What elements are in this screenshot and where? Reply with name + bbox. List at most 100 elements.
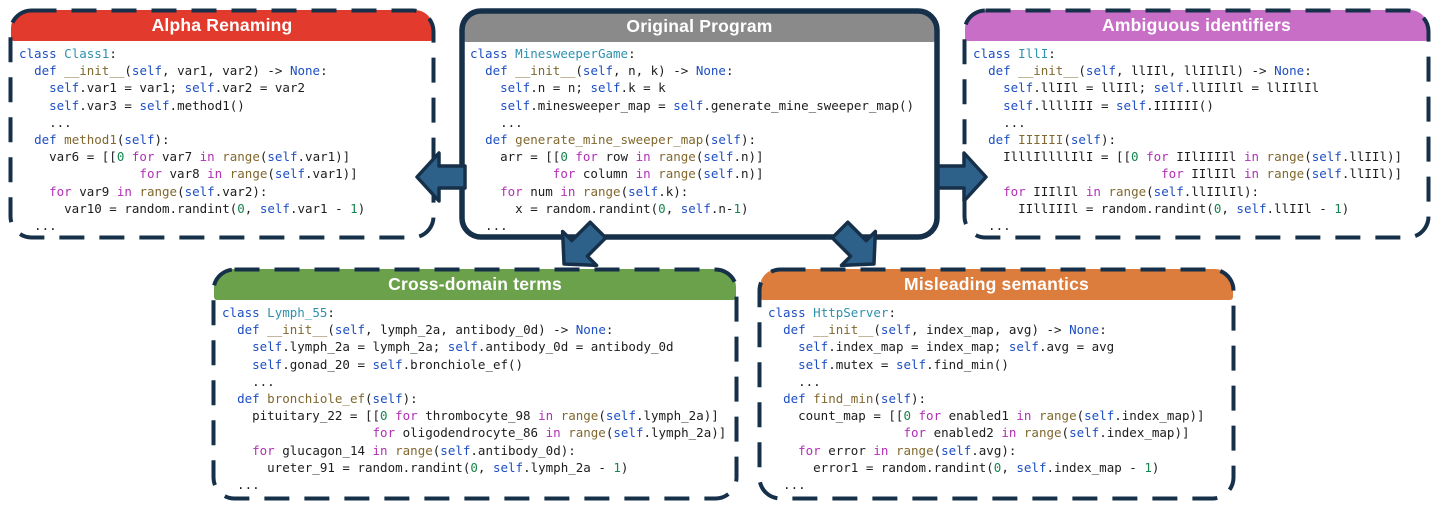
- code-token: .n = n;: [530, 80, 591, 96]
- code-token: self: [49, 97, 80, 113]
- code-token: self: [590, 80, 621, 96]
- code-token: .llIIlIl = llIIlIl: [1183, 80, 1320, 96]
- code-token: .llIIlIl):: [1183, 183, 1260, 199]
- code-token: .lymph_2a)]: [635, 408, 719, 424]
- panel-original-program: Original Program class MinesweeperGame: …: [459, 8, 940, 240]
- panel-alpha-renaming-header: Alpha Renaming: [11, 10, 433, 41]
- code-token: None: [1274, 63, 1305, 79]
- code-token: self: [798, 356, 829, 372]
- code-token: None: [695, 63, 726, 79]
- code-token: self: [124, 132, 155, 148]
- code-token: self: [500, 97, 531, 113]
- code-token: .var1)]: [297, 149, 351, 165]
- code-token: [768, 391, 783, 406]
- code-token: 1: [1144, 459, 1152, 475]
- code-token: range: [560, 408, 599, 424]
- code-token: def: [34, 63, 57, 79]
- code-line: self.n = n; self.k = k: [470, 79, 936, 96]
- code-token: (: [177, 183, 185, 199]
- code-token: in: [207, 166, 223, 182]
- code-token: [470, 98, 500, 113]
- code-token: self: [492, 459, 524, 475]
- code-token: .index_map)]: [1099, 425, 1190, 441]
- code-token: [222, 425, 373, 440]
- code-token: in: [635, 166, 651, 182]
- code-token: ):: [1100, 132, 1117, 148]
- code-token: [19, 80, 49, 95]
- code-token: [1031, 408, 1039, 423]
- code-token: [1259, 149, 1267, 164]
- code-token: ,: [1221, 200, 1237, 216]
- panel-ambiguous-identifiers: Ambiguous identifiers class IllI: def __…: [962, 8, 1431, 240]
- code-token: .bronchiole_ef(): [402, 356, 524, 372]
- code-token: [553, 408, 561, 423]
- code-token: enabled2: [926, 425, 1002, 441]
- code-token: error1 = random.randint(: [768, 459, 994, 475]
- code-token: [768, 443, 798, 458]
- code-line: pituitary_22 = [[0 for thrombocyte_98 in…: [222, 407, 735, 424]
- code-token: self: [1069, 425, 1100, 441]
- code-line: for IIIlIl in range(self.llIIlIl):: [973, 183, 1427, 200]
- code-token: var7: [154, 149, 200, 165]
- code-token: for: [1146, 149, 1169, 165]
- code-token: for: [1003, 183, 1026, 199]
- code-token: [888, 443, 896, 458]
- code-token: .gonad_20 =: [282, 356, 373, 372]
- code-token: self: [1085, 63, 1117, 79]
- code-token: (: [327, 322, 335, 338]
- code-token: self: [941, 442, 972, 458]
- code-line: ureter_91 = random.randint(0, self.lymph…: [222, 459, 735, 476]
- code-token: [768, 339, 798, 354]
- code-line: self.index_map = index_map; self.avg = a…: [768, 338, 1232, 355]
- code-token: 0: [380, 408, 388, 424]
- code-token: self: [184, 80, 215, 96]
- code-line: def IIIIII(self):: [973, 131, 1427, 148]
- code-token: __init__: [64, 63, 125, 79]
- code-token: def: [237, 322, 260, 338]
- code-token: range: [1266, 149, 1305, 165]
- code-line: for enabled2 in range(self.index_map)]: [768, 424, 1232, 441]
- code-token: IIIIII: [1018, 132, 1064, 148]
- code-token: pituitary_22 = [[: [222, 408, 381, 424]
- code-token: ...: [768, 477, 806, 493]
- code-token: __init__: [1018, 63, 1079, 79]
- code-token: .lymph_2a)]: [643, 425, 727, 441]
- code-token: (: [1304, 149, 1312, 165]
- code-token: in: [560, 183, 576, 199]
- code-token: self: [139, 97, 170, 113]
- code-token: self: [880, 322, 912, 338]
- code-token: self: [1008, 339, 1039, 355]
- code-line: self.llllIII = self.IIIIII(): [973, 97, 1427, 114]
- code-token: Lymph_55: [267, 305, 328, 320]
- code-token: [768, 425, 903, 440]
- code-line: def __init__(self, lymph_2a, antibody_0d…: [222, 321, 735, 338]
- code-line: def bronchiole_ef(self):: [222, 390, 735, 407]
- code-token: [973, 132, 988, 147]
- code-token: class: [470, 46, 508, 61]
- code-token: ...: [470, 114, 523, 130]
- code-token: (: [124, 63, 132, 79]
- code-token: , index_map, avg) ->: [911, 322, 1070, 338]
- code-token: def: [783, 322, 806, 338]
- code-line: for glucagon_14 in range(self.antibody_0…: [222, 442, 735, 459]
- code-token: (: [1146, 183, 1154, 199]
- code-line: def __init__(self, index_map, avg) -> No…: [768, 321, 1232, 338]
- code-token: range: [222, 149, 260, 165]
- code-token: in: [199, 149, 215, 165]
- code-token: [222, 339, 252, 354]
- code-token: [124, 149, 132, 164]
- code-token: self: [49, 80, 80, 96]
- code-token: .var1 -: [289, 200, 351, 216]
- code-token: for: [372, 425, 396, 441]
- code-token: .var2 = var2: [214, 80, 305, 96]
- code-token: self: [613, 425, 644, 441]
- code-line: for IIlIIl in range(self.llIIl)]: [973, 165, 1427, 182]
- code-token: class: [222, 305, 260, 320]
- code-token: self: [582, 63, 614, 79]
- panel-misleading-semantics-header: Misleading semantics: [760, 269, 1233, 300]
- code-token: self: [447, 339, 478, 355]
- code-token: ...: [973, 218, 1011, 234]
- code-token: self: [1003, 80, 1034, 96]
- code-token: glucagon_14: [274, 442, 373, 458]
- code-token: [19, 184, 49, 199]
